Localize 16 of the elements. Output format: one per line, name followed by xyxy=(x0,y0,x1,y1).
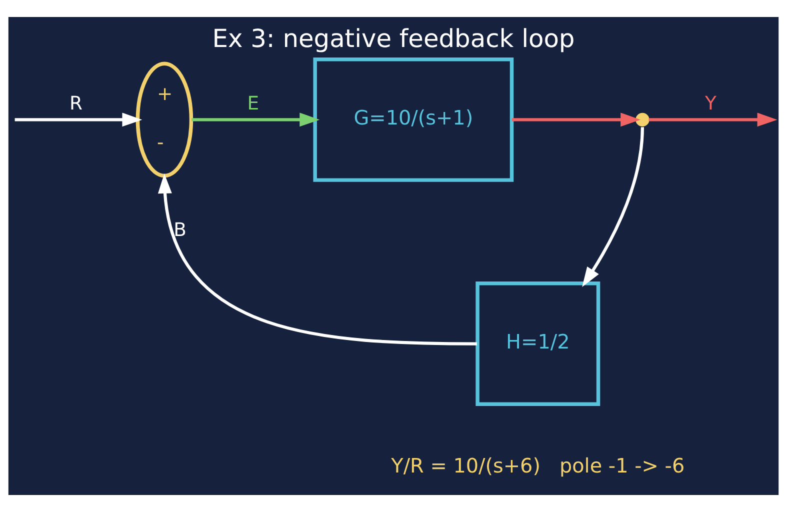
diagram-title: Ex 3: negative feedback loop xyxy=(212,24,575,53)
node-box: H=1/2 xyxy=(476,282,600,406)
arrow xyxy=(512,112,641,127)
arrow xyxy=(582,127,644,288)
edge-label: Y xyxy=(704,94,716,115)
node-box: G=10/(s+1) xyxy=(313,57,514,182)
node-ellipse: + - xyxy=(136,62,194,178)
arrow xyxy=(158,174,477,346)
arrow xyxy=(648,112,778,127)
node-circle xyxy=(636,112,650,127)
edge-label: B xyxy=(174,220,186,242)
edge-label: E xyxy=(247,94,260,115)
edge-label: R xyxy=(70,94,82,115)
arrow xyxy=(14,112,142,127)
caption: Y/R = 10/(s+6) pole -1 -> -6 xyxy=(391,454,685,478)
arrow xyxy=(192,112,320,127)
